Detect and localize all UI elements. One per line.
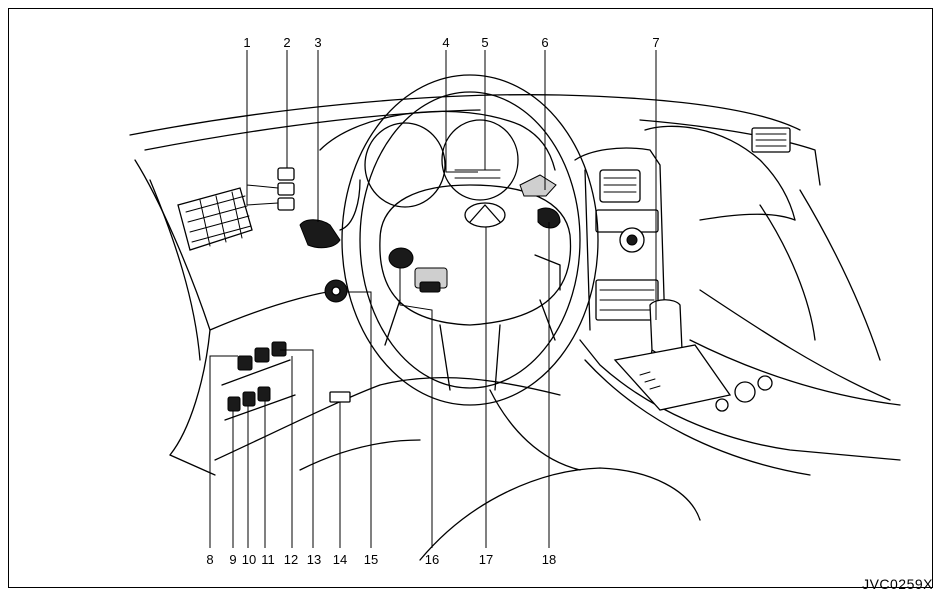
callout-5: 5 [481,35,488,50]
callout-18: 18 [542,552,556,567]
steering-wheel [341,74,599,406]
callout-lines [209,50,657,548]
instrument-cluster [319,110,556,208]
callout-2: 2 [283,35,290,50]
figure-frame [8,8,933,588]
callout-14: 14 [333,552,347,567]
shift-lever [613,299,773,412]
dashboard-outline [129,94,901,561]
callout-3: 3 [314,35,321,50]
callout-4: 4 [442,35,449,50]
callout-7: 7 [652,35,659,50]
callout-15: 15 [364,552,378,567]
callout-10: 10 [242,552,256,567]
callout-9: 9 [229,552,236,567]
callout-16: 16 [425,552,439,567]
left-controls [221,167,361,421]
callout-12: 12 [284,552,298,567]
callout-6: 6 [541,35,548,50]
figure-code: JVC0259X [862,576,933,592]
callout-8: 8 [206,552,213,567]
callout-17: 17 [479,552,493,567]
callout-1: 1 [243,35,250,50]
callout-labels: 1 2 3 4 5 6 7 8 9 10 11 12 13 14 15 16 1… [206,35,659,567]
callout-11: 11 [261,552,275,567]
callout-13: 13 [307,552,321,567]
